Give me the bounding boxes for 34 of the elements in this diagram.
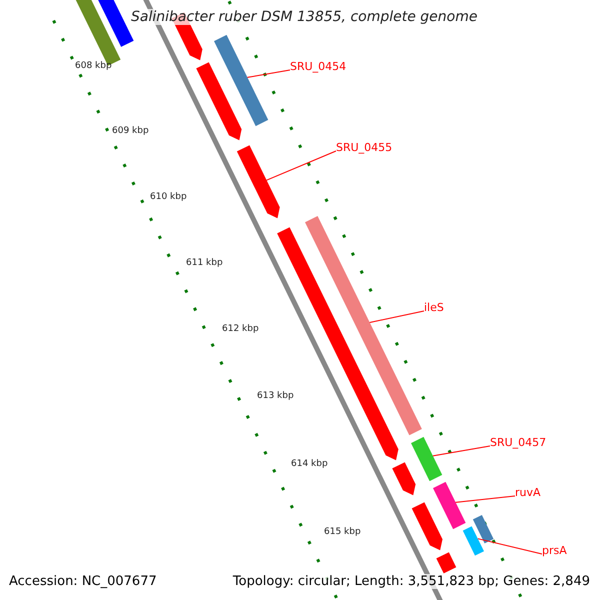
leader-line bbox=[369, 310, 424, 323]
gene-feature bbox=[472, 515, 494, 544]
gene-feature bbox=[436, 552, 456, 574]
gene-label: SRU_0455 bbox=[336, 141, 392, 154]
gene-feature bbox=[196, 62, 242, 140]
gene-feature bbox=[462, 526, 484, 556]
gene-feature bbox=[277, 227, 398, 460]
scale-label: 612 kbp bbox=[222, 324, 259, 334]
gene-feature bbox=[305, 216, 422, 436]
scale-label: 608 kbp bbox=[75, 61, 112, 71]
gene-feature bbox=[412, 502, 442, 550]
leader-line bbox=[246, 70, 290, 78]
gene-label: ruvA bbox=[515, 486, 541, 499]
scale-label: 610 kbp bbox=[150, 192, 187, 202]
scale-label: 611 kbp bbox=[186, 258, 223, 268]
leader-line bbox=[455, 496, 516, 503]
leader-line bbox=[477, 538, 542, 554]
scale-label: 609 kbp bbox=[112, 126, 149, 136]
leader-line bbox=[266, 150, 336, 181]
gene-feature bbox=[236, 145, 280, 218]
gene-feature bbox=[392, 462, 416, 496]
footer-text: Accession: NC_007677 bbox=[9, 574, 157, 589]
footer-text: Topology: circular; Length: 3,551,823 bp; Genes: 2,849 bbox=[232, 574, 590, 589]
gene-label: SRU_0457 bbox=[490, 436, 546, 449]
scale-label: 614 kbp bbox=[291, 459, 328, 469]
gene-feature bbox=[411, 436, 442, 482]
gene-label: SRU_0454 bbox=[290, 60, 346, 73]
gene-label: prsA bbox=[542, 544, 567, 557]
gene-label: ileS bbox=[424, 301, 444, 314]
gene-feature bbox=[433, 482, 466, 530]
scale-label: 613 kbp bbox=[257, 391, 294, 401]
leader-line bbox=[432, 446, 490, 456]
gene-feature bbox=[214, 34, 268, 126]
scale-label: 615 kbp bbox=[324, 527, 361, 537]
